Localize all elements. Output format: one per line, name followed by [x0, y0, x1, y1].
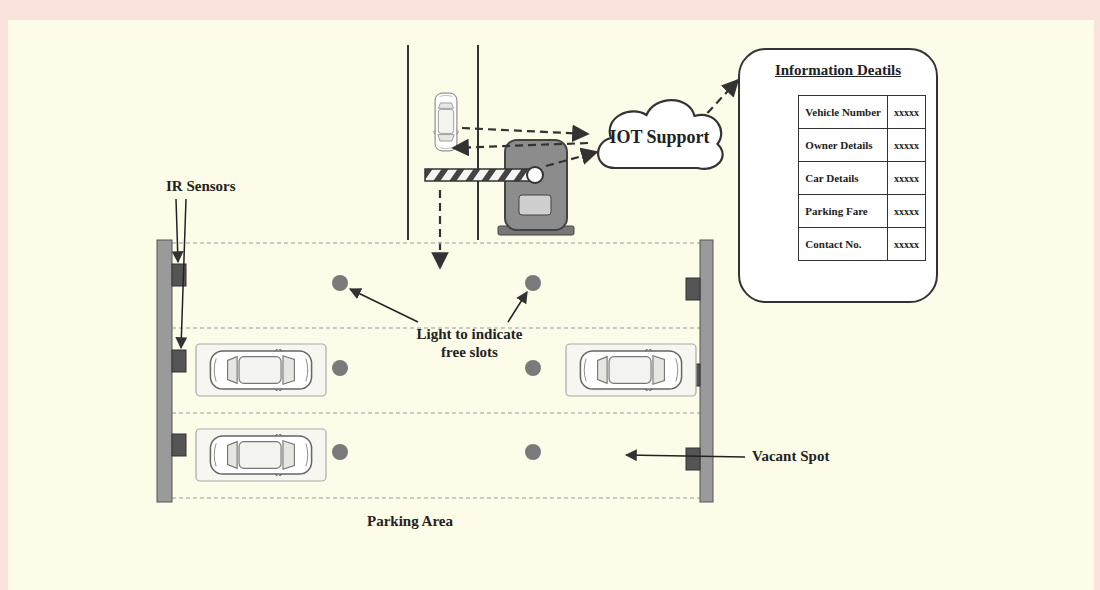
vacant-label: Vacant Spot [752, 447, 829, 465]
dashed-connector [707, 80, 738, 113]
light-label: Light to indicate free slots [407, 325, 532, 361]
cloud-node: IOT Support [589, 86, 730, 186]
table-row: Owner Detailsxxxxx [799, 129, 926, 162]
table-field: Parking Fare [799, 195, 888, 228]
table-field: Owner Details [799, 129, 888, 162]
table-value: xxxxx [888, 228, 926, 261]
info-table: Vehicle NumberxxxxxOwner DetailsxxxxxCar… [798, 95, 926, 261]
table-value: xxxxx [888, 96, 926, 129]
table-value: xxxxx [888, 195, 926, 228]
area-label: Parking Area [367, 512, 453, 530]
table-row: Contact No.xxxxx [799, 228, 926, 261]
cloud-title: IOT Support [589, 127, 730, 148]
table-row: Parking Farexxxxx [799, 195, 926, 228]
table-field: Vehicle Number [799, 96, 888, 129]
info-panel: Information DeatilsVehicle NumberxxxxxOw… [738, 48, 938, 303]
table-value: xxxxx [888, 129, 926, 162]
table-field: Contact No. [799, 228, 888, 261]
table-row: Car Detailsxxxxx [799, 162, 926, 195]
table-row: Vehicle Numberxxxxx [799, 96, 926, 129]
table-field: Car Details [799, 162, 888, 195]
panel-title: Information Deatils [740, 62, 936, 79]
table-value: xxxxx [888, 162, 926, 195]
sensor-label: IR Sensors [166, 177, 236, 195]
